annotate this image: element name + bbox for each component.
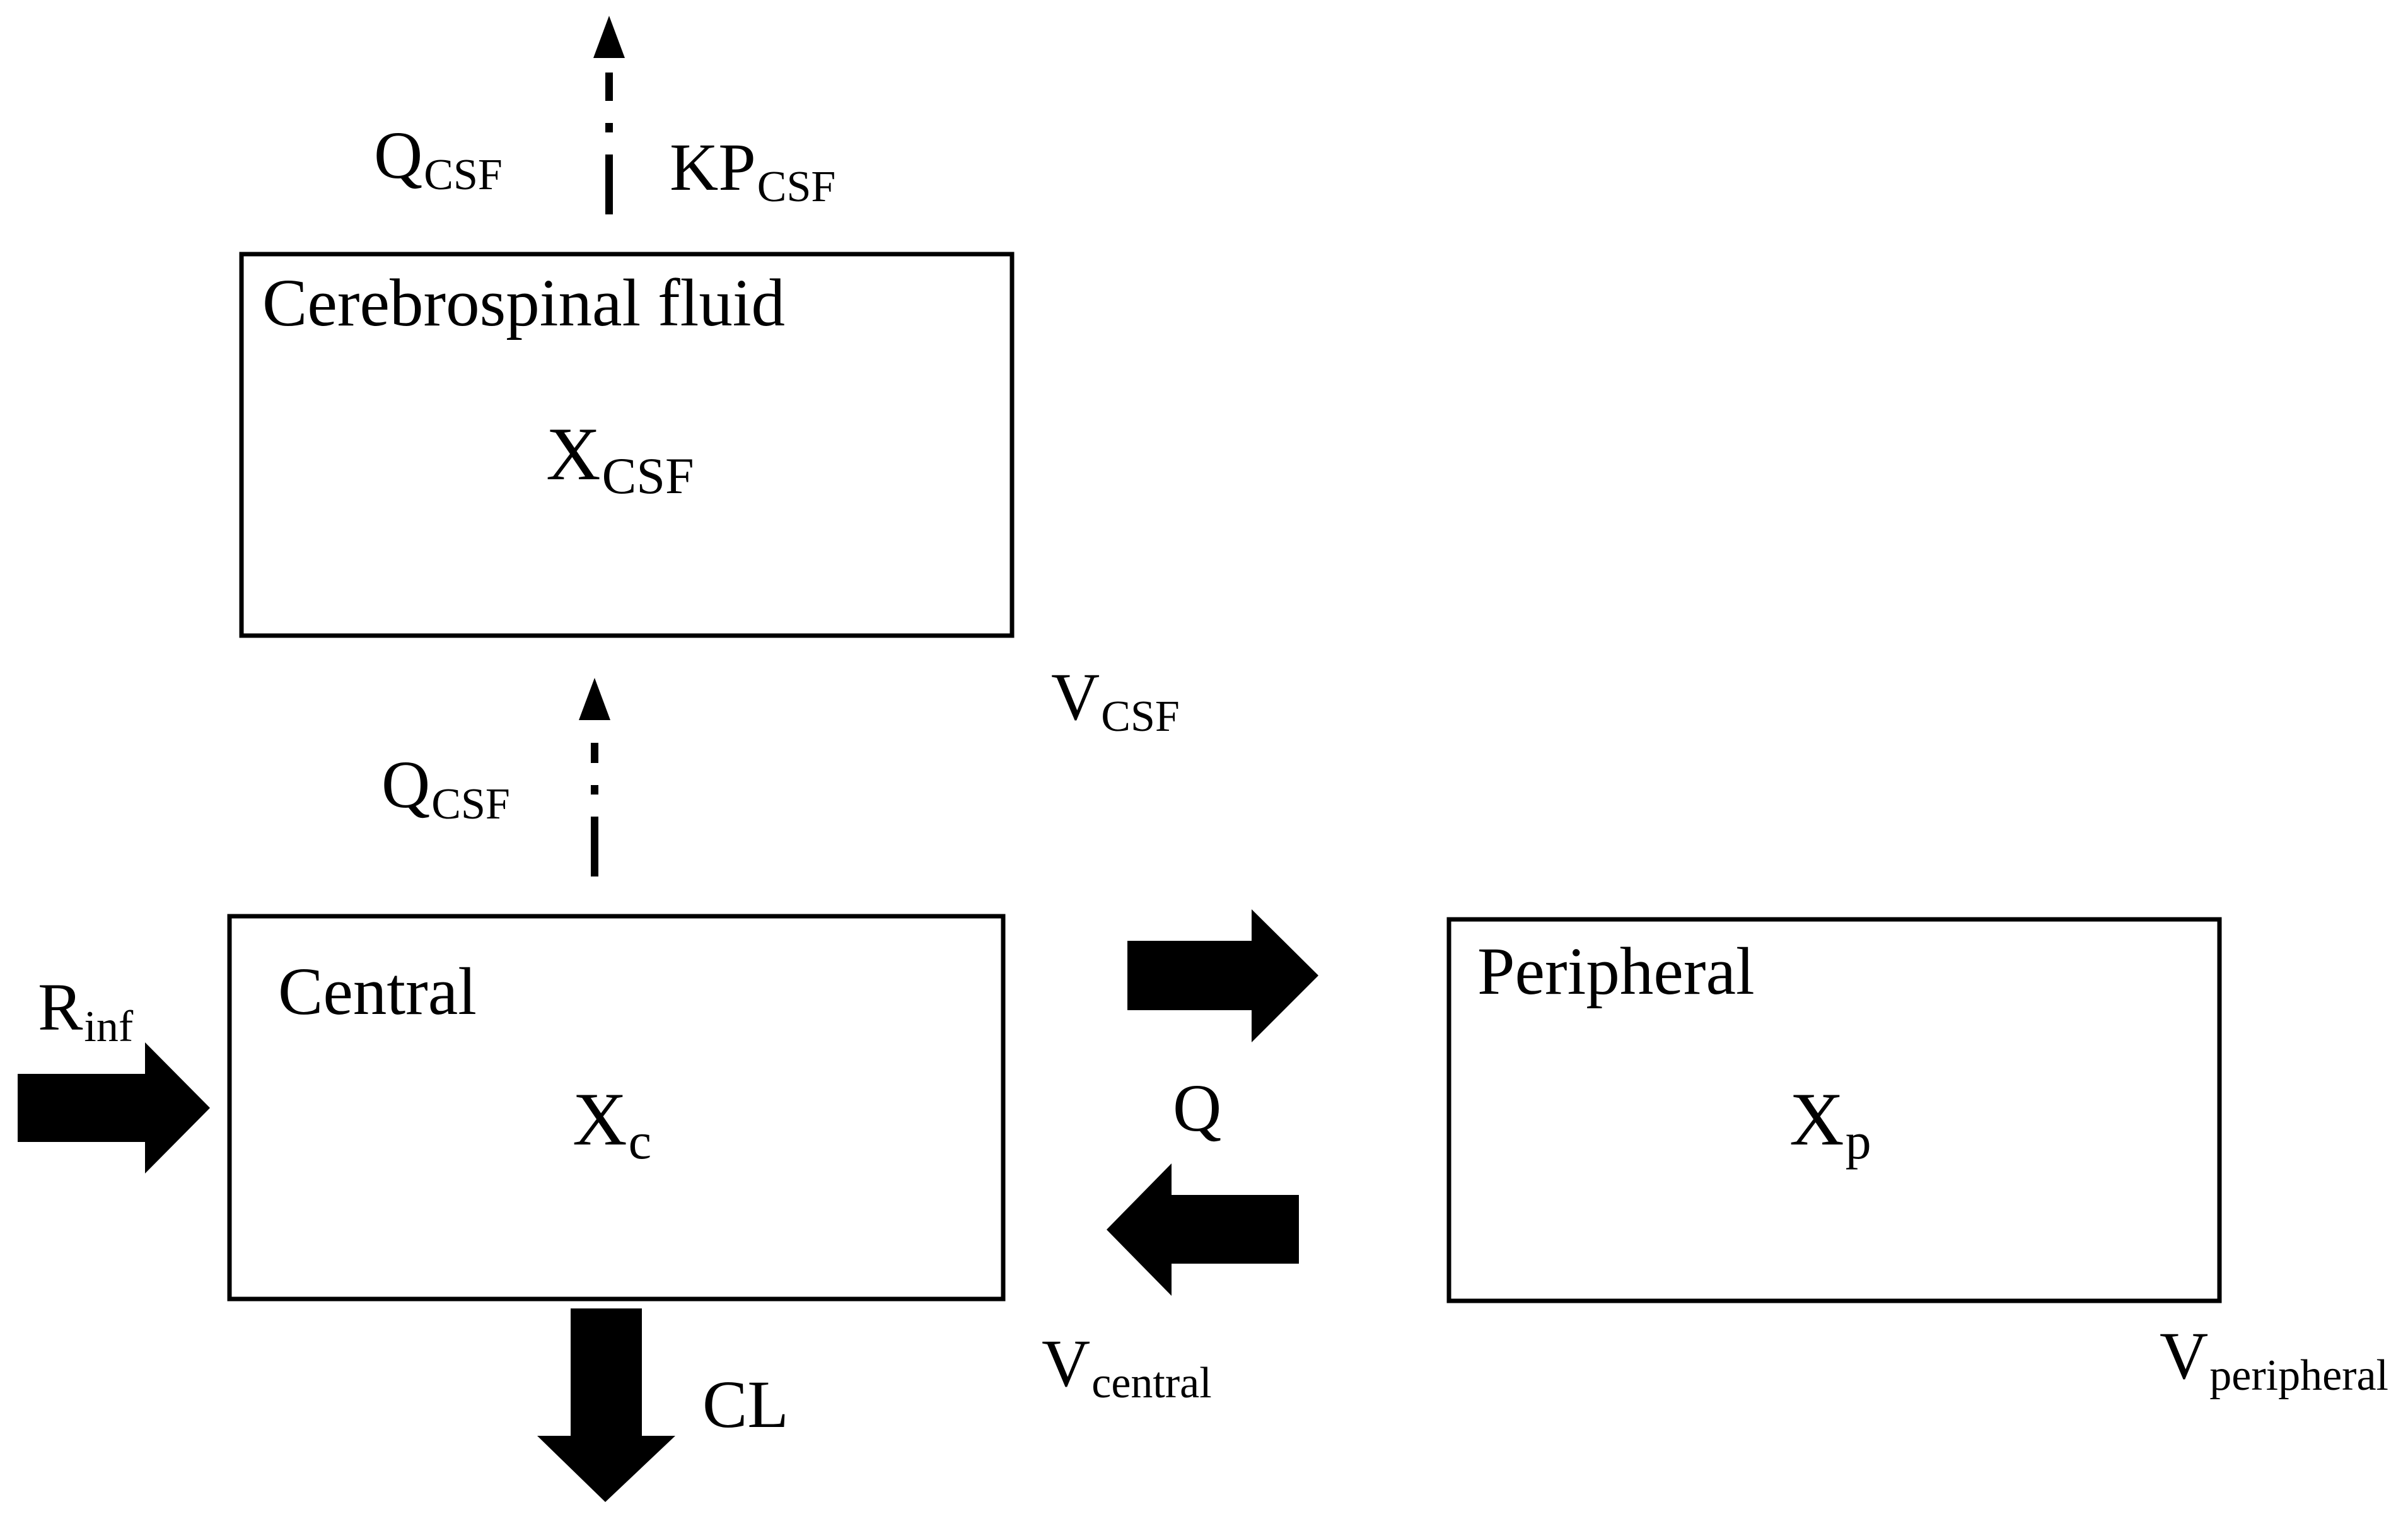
peripheral-to-central-arrow bbox=[1107, 1163, 1299, 1296]
central-amount-label: Xc bbox=[573, 1077, 652, 1170]
csf-outflow-arrow bbox=[593, 16, 625, 214]
infusion-rate-label: Rinf bbox=[38, 970, 134, 1051]
csf-volume-label: VCSF bbox=[1051, 660, 1180, 741]
peripheral-amount-label: Xp bbox=[1789, 1077, 1871, 1170]
central-to-peripheral-arrow bbox=[1127, 909, 1318, 1042]
infusion-arrow bbox=[18, 1042, 210, 1173]
clearance-label: CL bbox=[702, 1368, 789, 1442]
csf-amount-label: XCSF bbox=[546, 412, 694, 504]
central-volume-label: Vcentral bbox=[1042, 1327, 1212, 1407]
central-to-csf-q-label: QCSF bbox=[381, 748, 510, 829]
peripheral-volume-label: Vperipheral bbox=[2160, 1319, 2389, 1400]
central-compartment-title: Central bbox=[278, 955, 477, 1029]
intercompartmental-q-label: Q bbox=[1173, 1071, 1222, 1146]
central-compartment-box bbox=[227, 914, 1006, 1301]
csf-compartment-title: Cerebrospinal fluid bbox=[262, 266, 786, 341]
clearance-arrow bbox=[537, 1308, 675, 1502]
csf-partition-kp-label: KPCSF bbox=[670, 131, 836, 211]
peripheral-compartment-box bbox=[1446, 917, 2222, 1303]
csf-compartment-box bbox=[239, 252, 1015, 638]
peripheral-compartment-title: Peripheral bbox=[1477, 935, 1755, 1009]
csf-outflow-q-label: QCSF bbox=[374, 119, 503, 199]
central-to-csf-arrow bbox=[579, 678, 610, 876]
